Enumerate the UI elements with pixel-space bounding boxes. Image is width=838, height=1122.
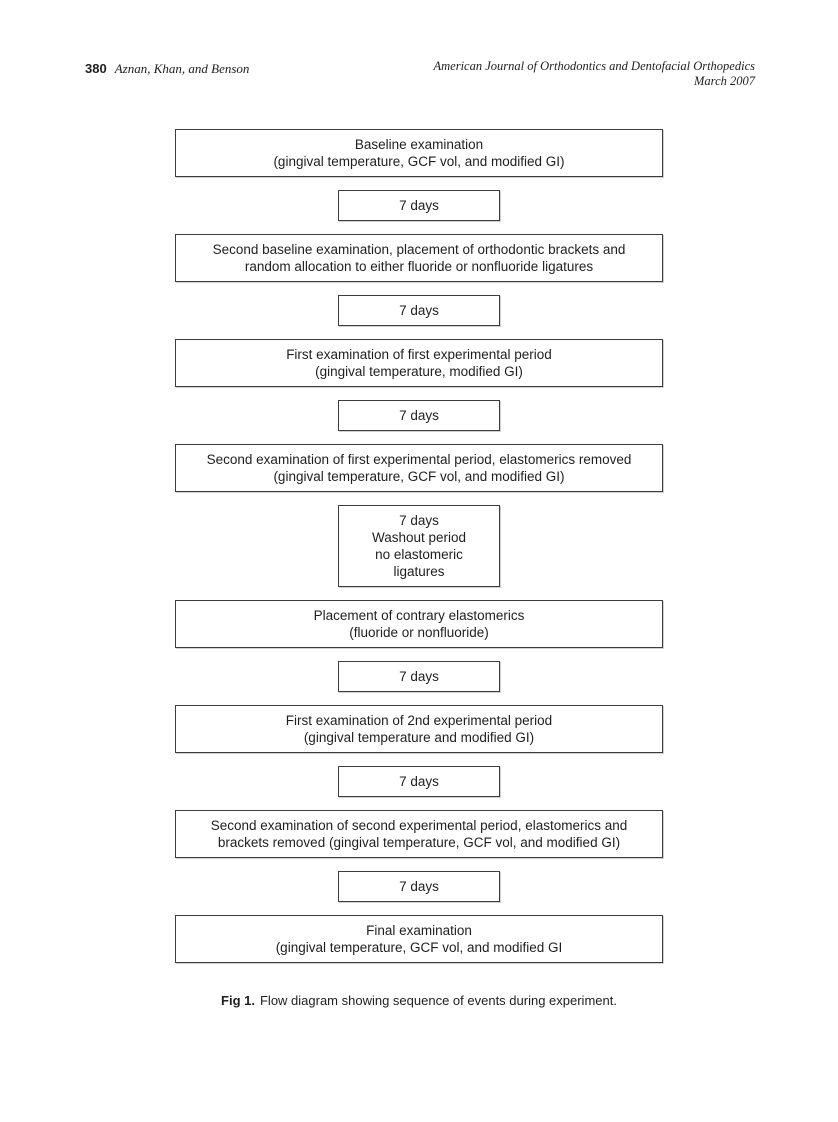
journal-title: American Journal of Orthodontics and Den… (433, 59, 756, 73)
interval-box: 7 days (338, 871, 500, 902)
flow-step-box: Final examination (gingival temperature, … (175, 915, 663, 963)
box-text-line: First examination of first experimental … (286, 347, 552, 362)
box-text-line: (gingival temperature, GCF vol, and modi… (273, 469, 565, 484)
flow-step-box: Placement of contrary elastomerics (fluor… (175, 600, 663, 648)
box-text-line: Washout period (371, 530, 467, 545)
running-head-left: 380 Aznan, Khan, and Benson (85, 61, 249, 76)
interval-box: 7 days (338, 295, 500, 326)
interval-box: 7 days (338, 400, 500, 431)
box-text-line: 7 days (399, 408, 439, 423)
box-text-line: (gingival temperature and modified GI) (303, 730, 535, 745)
figure-caption-label: Fig 1. (221, 993, 255, 1008)
box-text-line: (gingival temperature, GCF vol, and modi… (273, 154, 565, 169)
journal-issue-date: March 2007 (694, 74, 755, 88)
box-text-line: Placement of contrary elastomerics (313, 608, 525, 623)
running-head-right: American Journal of Orthodontics and Den… (434, 59, 756, 89)
flow-step-box: Baseline examination (gingival temperatur… (175, 129, 663, 177)
interval-box: 7 days (338, 661, 500, 692)
interval-box: 7 days (338, 766, 500, 797)
figure-caption: Fig 1. Flow diagram showing sequence of e… (0, 993, 838, 1009)
box-text-line: (gingival temperature, GCF vol, and modi… (275, 940, 563, 955)
box-text-line: (fluoride or nonfluoride) (349, 625, 489, 640)
box-text-line: 7 days (399, 513, 439, 528)
flow-step-box: First examination of 2nd experimental pe… (175, 705, 663, 753)
flow-step-box: Second examination of first experimental… (175, 444, 663, 492)
box-text-line: random allocation to either fluoride or … (244, 259, 594, 274)
flow-step-box: Second baseline examination, placement o… (175, 234, 663, 282)
box-text-line: First examination of 2nd experimental pe… (285, 713, 553, 728)
interval-box: 7 days (338, 190, 500, 221)
box-text-line: Second examination of second experimenta… (210, 818, 628, 833)
box-text-line: Second baseline examination, placement o… (212, 242, 626, 257)
box-text-line: no elastomeric (375, 547, 463, 562)
box-text-line: Second examination of first experimental… (206, 452, 632, 467)
box-text-line: 7 days (399, 774, 439, 789)
flow-step-box: Second examination of second experimenta… (175, 810, 663, 858)
box-text-line: 7 days (399, 198, 439, 213)
running-head-authors: Aznan, Khan, and Benson (114, 61, 250, 76)
page-number: 380 (85, 61, 107, 76)
flow-diagram: Baseline examination (gingival temperatur… (175, 129, 663, 963)
box-text-line: ligatures (393, 564, 445, 579)
box-text-line: Final examination (366, 923, 472, 938)
box-text-line: 7 days (399, 303, 439, 318)
flow-step-box: First examination of first experimental … (175, 339, 663, 387)
figure-caption-text: Flow diagram showing sequence of events … (259, 993, 617, 1008)
box-text-line: 7 days (399, 879, 439, 894)
box-text-line: (gingival temperature, modified GI) (315, 364, 523, 379)
box-text-line: 7 days (399, 669, 439, 684)
box-text-line: brackets removed (gingival temperature, … (217, 835, 621, 850)
box-text-line: Baseline examination (354, 137, 484, 152)
